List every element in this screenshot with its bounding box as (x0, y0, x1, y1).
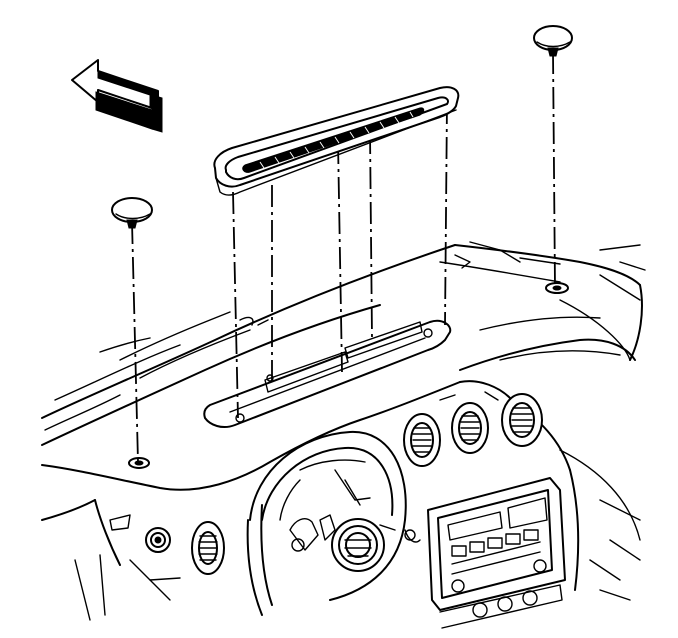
mounting-holes (128, 282, 569, 469)
installation-guide-lines (131, 51, 556, 463)
steering-wheel (246, 430, 407, 616)
push-pin-icon (111, 197, 153, 229)
defroster-opening (203, 316, 452, 428)
dashboard-pad (41, 241, 646, 446)
instrument-panel-face (41, 380, 641, 601)
center-stack (404, 477, 566, 629)
left-vent (41, 499, 225, 621)
forward-arrow-icon (71, 59, 163, 133)
defroster-grille-panel (213, 86, 460, 196)
push-pin-icon (533, 25, 573, 57)
